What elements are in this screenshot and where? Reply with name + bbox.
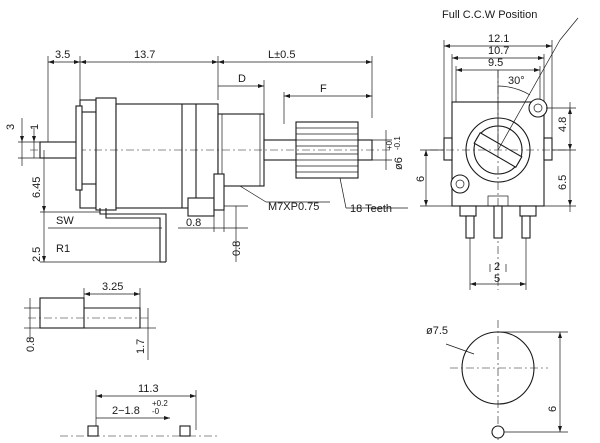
dim-3-25: 3.25 [102, 281, 123, 293]
label-full-ccw: Full C.C.W Position [442, 9, 537, 21]
dim-f: F [320, 83, 327, 95]
dim-2: 2 [494, 261, 500, 273]
knurl-lines [296, 127, 358, 173]
label-sw: SW [56, 215, 74, 227]
label-r1: R1 [56, 243, 70, 255]
dim-3-5: 3.5 [55, 49, 70, 61]
pin-tol-lo: -0 [152, 407, 160, 416]
dim-1: 1 [29, 124, 41, 130]
dim-5: 5 [494, 273, 500, 285]
pin-tol-hi: +0.2 [152, 399, 168, 408]
dim-11-3: 11.3 [138, 383, 159, 395]
dim-10-7: 10.7 [488, 45, 509, 57]
dim-2-5: 2.5 [31, 247, 43, 262]
side-view [18, 56, 408, 263]
label-teeth: 18 Teeth [350, 203, 392, 215]
pcb-layout [60, 390, 220, 437]
dim-6-45: 6.45 [31, 177, 43, 198]
dim-4-8: 4.8 [557, 117, 569, 132]
label-angle: 30° [508, 75, 525, 87]
dim-6b: 6 [547, 406, 559, 412]
dim-d: D [238, 73, 246, 85]
shaft-tol-hi: +0 [385, 140, 394, 150]
mounting-hole [445, 320, 568, 443]
dim-9-5: 9.5 [488, 57, 503, 69]
dim-pin-holes: 2−1.8 [112, 405, 140, 417]
dim-shaft-dia: ø6 [393, 157, 405, 170]
dim-12-1: 12.1 [488, 33, 509, 45]
dim-l: L±0.5 [268, 49, 295, 61]
dim-3: 3 [5, 124, 17, 130]
dim-0-8a: 0.8 [186, 217, 201, 229]
dim-hole-dia: ø7.5 [426, 325, 448, 337]
dim-0-8b: 0.8 [231, 241, 243, 256]
dim-1-7: 1.7 [135, 339, 147, 354]
dim-6-5: 6.5 [557, 175, 569, 190]
dim-13-7: 13.7 [134, 49, 155, 61]
dim-6a: 6 [415, 176, 427, 182]
label-thread: M7XP0.75 [268, 201, 319, 213]
dim-0-8c: 0.8 [25, 337, 37, 352]
terminal-detail [24, 288, 156, 360]
shaft-tol-lo: -0.1 [393, 136, 402, 150]
front-view [420, 17, 579, 290]
